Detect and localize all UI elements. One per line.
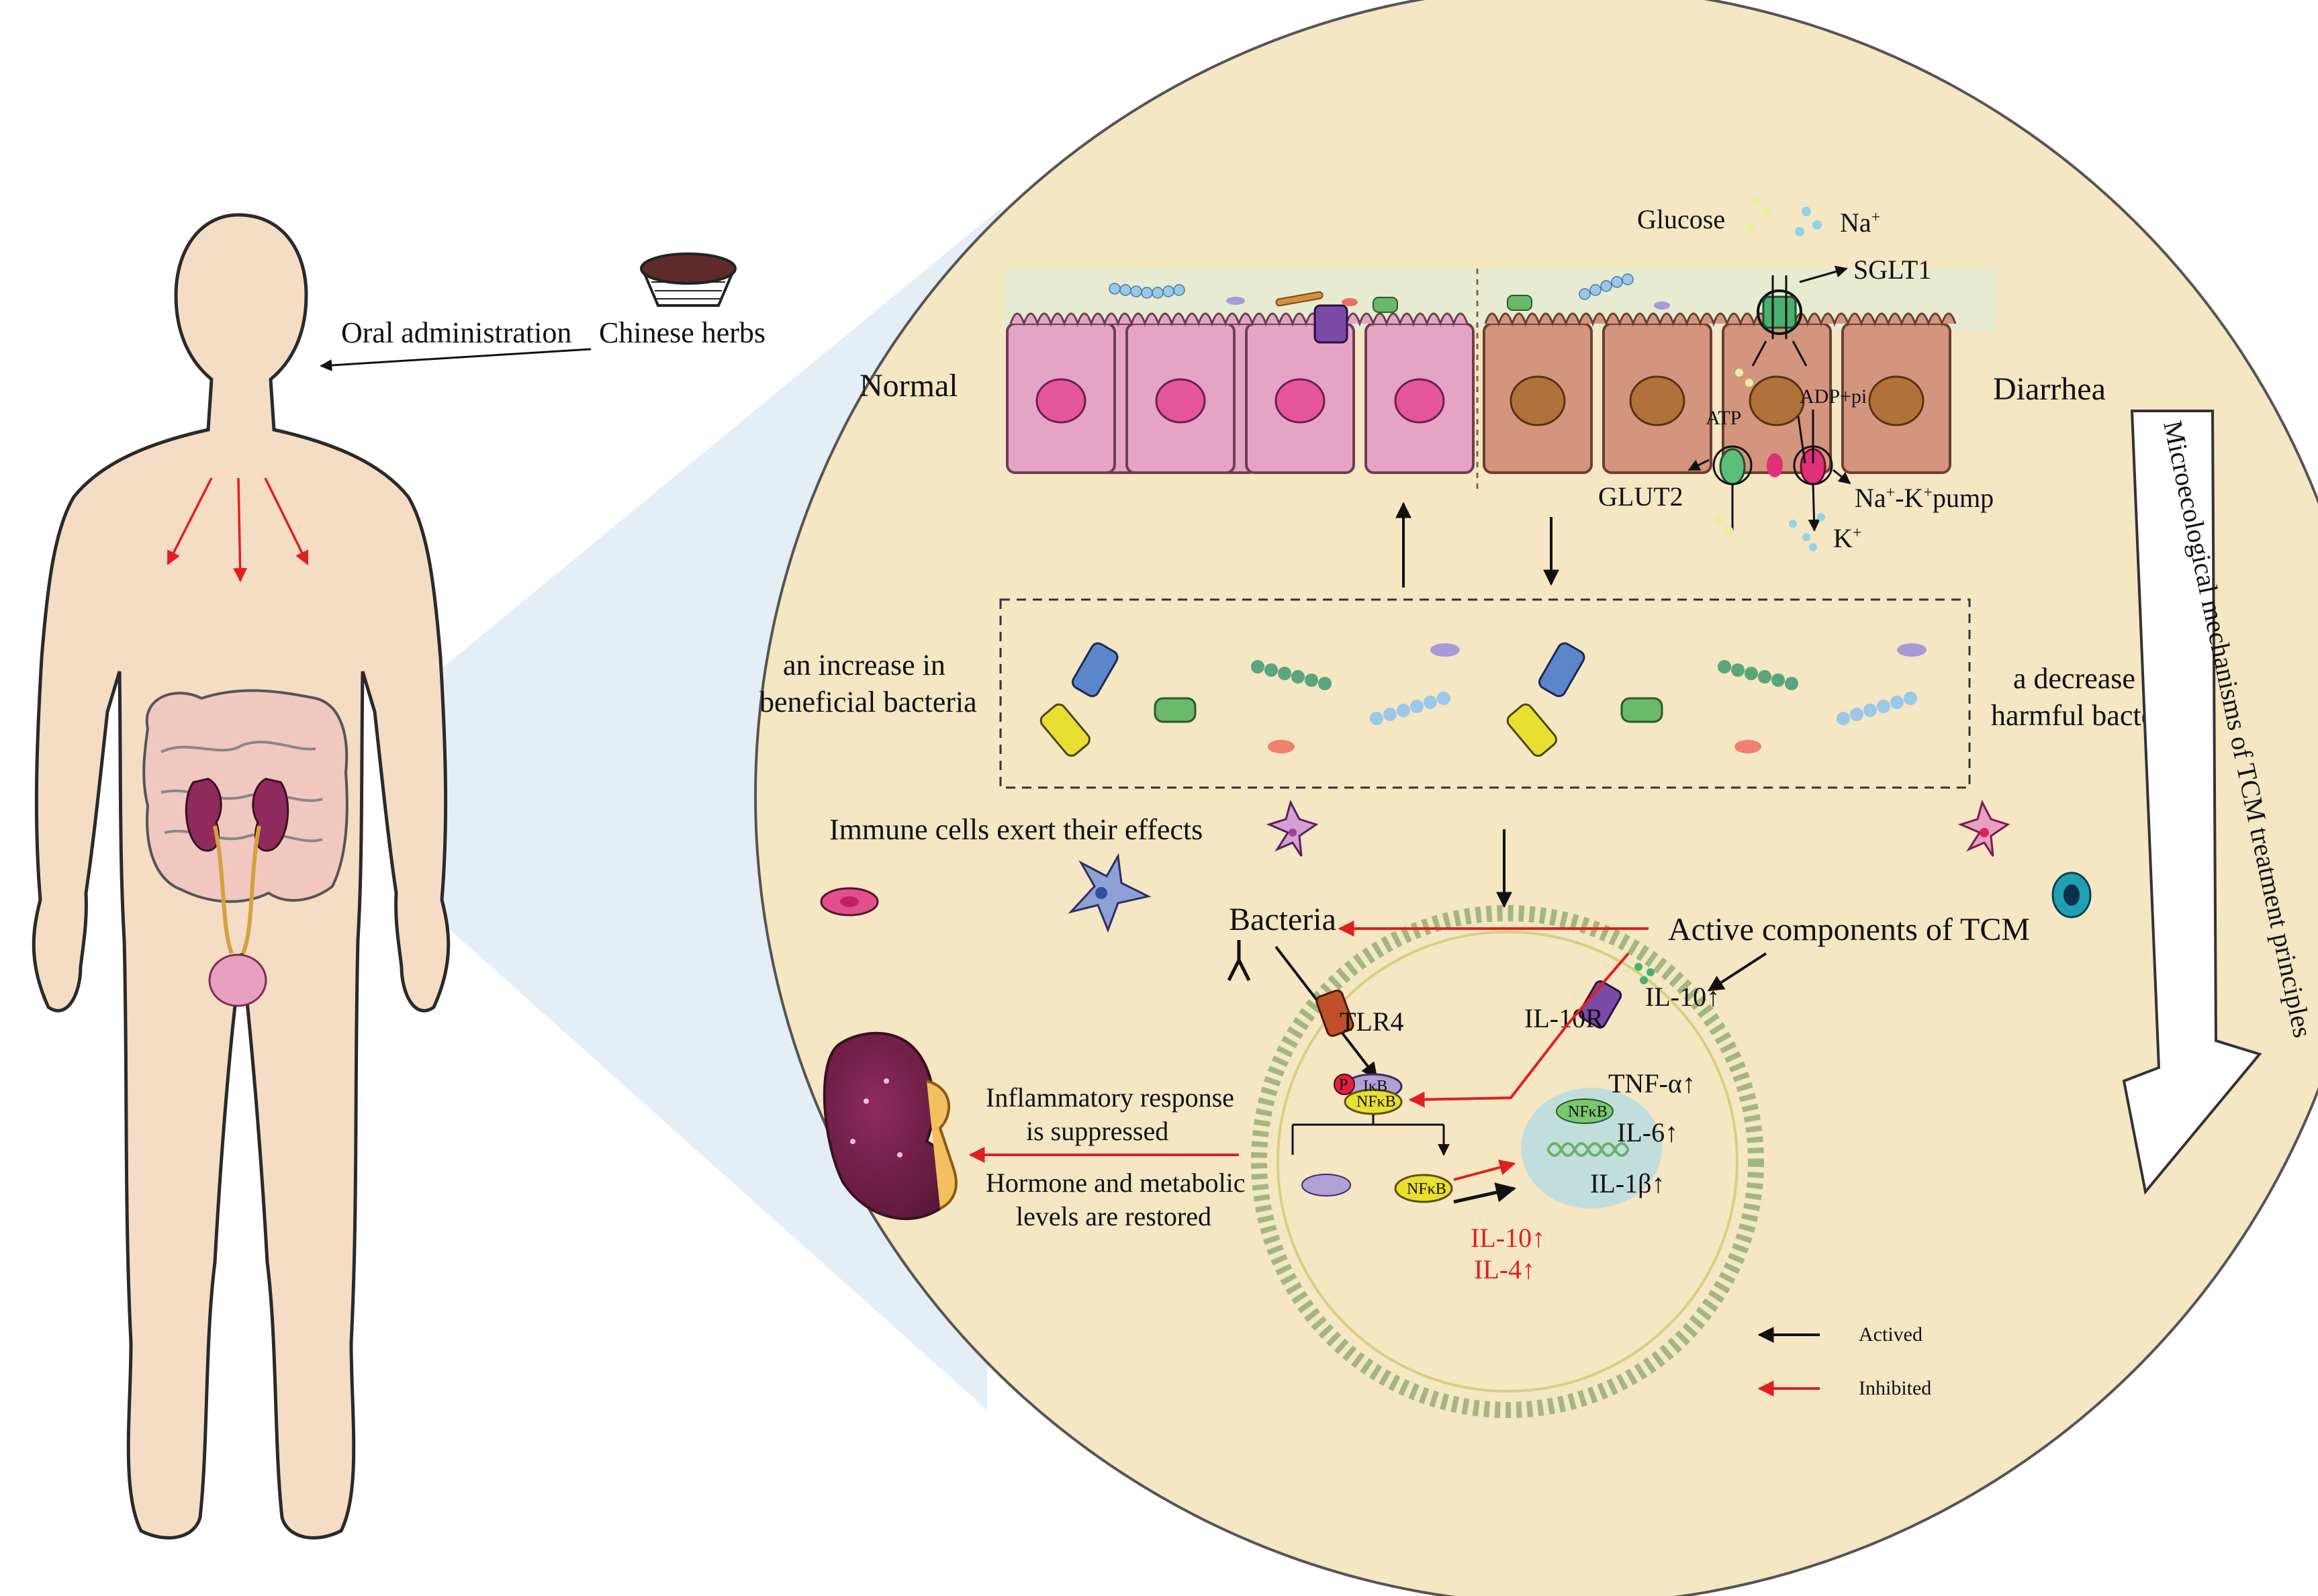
tlr4-receptor bbox=[1315, 989, 1354, 1037]
nucleus-nfkb bbox=[1556, 1098, 1614, 1124]
transport-glyphs bbox=[1313, 197, 1851, 551]
tnf-a-label: TNF-α↑ bbox=[1608, 1068, 1696, 1098]
glut2-label: GLUT2 bbox=[1598, 481, 1683, 512]
atp-label: ATP bbox=[1706, 407, 1741, 429]
normal-epithelium bbox=[1006, 312, 1475, 474]
herb-bowl-icon bbox=[640, 252, 737, 307]
intestines bbox=[142, 689, 349, 903]
red-il4-label: IL-4↑ bbox=[1474, 1254, 1535, 1284]
il1b-label: IL-1β↑ bbox=[1590, 1168, 1665, 1199]
sglt1-label: SGLT1 bbox=[1853, 254, 1931, 285]
il10-up-label: IL-10↑ bbox=[1645, 982, 1720, 1012]
lumen-bacteria bbox=[1109, 273, 1670, 313]
red-il10-label: IL-10↑ bbox=[1471, 1223, 1545, 1253]
oral-administration-arrow bbox=[320, 348, 592, 371]
nucleus-nfkb-label: NFκB bbox=[1568, 1103, 1608, 1121]
ureters bbox=[213, 825, 261, 955]
nfkb-split-arrows bbox=[1291, 1115, 1444, 1155]
active-components-label: Active components of TCM bbox=[1668, 912, 2030, 947]
increase-line2: beneficial bacteria bbox=[759, 686, 977, 718]
increase-line1: an increase in bbox=[783, 649, 945, 682]
inflammatory-line1: Inflammatory response bbox=[986, 1082, 1234, 1113]
nucleus bbox=[1521, 1088, 1662, 1209]
il10r-receptor bbox=[1578, 980, 1622, 1029]
normal-label: Normal bbox=[860, 368, 958, 404]
nfkb-activate-black bbox=[1453, 1182, 1516, 1204]
free-nfkb bbox=[1394, 1174, 1453, 1203]
k-label: K+ bbox=[1833, 523, 1861, 553]
cell-membrane-outer bbox=[1251, 905, 1764, 1418]
bacteria-box bbox=[999, 598, 1971, 789]
il10-dots bbox=[1634, 963, 1655, 984]
glucose-label: Glucose bbox=[1637, 204, 1725, 234]
free-nfkb-label: NFκB bbox=[1407, 1180, 1446, 1198]
inflammatory-line2: is suppressed bbox=[1026, 1116, 1168, 1146]
adp-pi-label: ADP+pi bbox=[1800, 385, 1867, 408]
principles-block-arrow bbox=[2122, 410, 2262, 1195]
na-k-pump-label: Na+-K+pump bbox=[1855, 483, 1994, 513]
degraded-ikb bbox=[1301, 1174, 1351, 1196]
nfkb-complex bbox=[1334, 1073, 1403, 1115]
tcm-to-il10-arrow bbox=[1707, 952, 1767, 992]
il6-label: IL-6↑ bbox=[1617, 1117, 1678, 1147]
nfkb-inhibit-red bbox=[1453, 1159, 1516, 1181]
nfkb-label: NFκB bbox=[1356, 1093, 1396, 1111]
legend: Actived Inhibited bbox=[1757, 1323, 1931, 1399]
antibody-icon bbox=[1227, 940, 1251, 982]
p-label: P bbox=[1339, 1076, 1348, 1094]
immune-cells bbox=[820, 799, 2092, 933]
oral-administration-label: Oral administration bbox=[341, 316, 571, 349]
hormone-line1: Hormone and metabolic bbox=[986, 1168, 1246, 1198]
bacteria-label: Bacteria bbox=[1229, 902, 1336, 937]
ikb-label: IκB bbox=[1363, 1078, 1387, 1095]
chinese-herbs-label: Chinese herbs bbox=[599, 316, 766, 349]
legend-actived: Actived bbox=[1859, 1323, 1922, 1346]
box-bacteria bbox=[1039, 642, 1927, 757]
dna-helix bbox=[1546, 1142, 1630, 1157]
hormone-line2: levels are restored bbox=[1016, 1201, 1211, 1231]
legend-inhibited: Inhibited bbox=[1859, 1377, 1931, 1399]
tcm-inhibit-nfkb-path bbox=[1408, 952, 1630, 1108]
na-label: Na+ bbox=[1840, 207, 1880, 238]
immune-cells-label: Immune cells exert their effects bbox=[829, 813, 1203, 846]
diarrhea-label: Diarrhea bbox=[1993, 371, 2106, 407]
chest-arrows bbox=[167, 477, 309, 583]
kidney-icon bbox=[823, 1031, 958, 1221]
tlr4-label: TLR4 bbox=[1340, 1006, 1404, 1037]
bladder bbox=[208, 953, 267, 1007]
decrease-line1: a decrease in bbox=[2013, 662, 2166, 695]
